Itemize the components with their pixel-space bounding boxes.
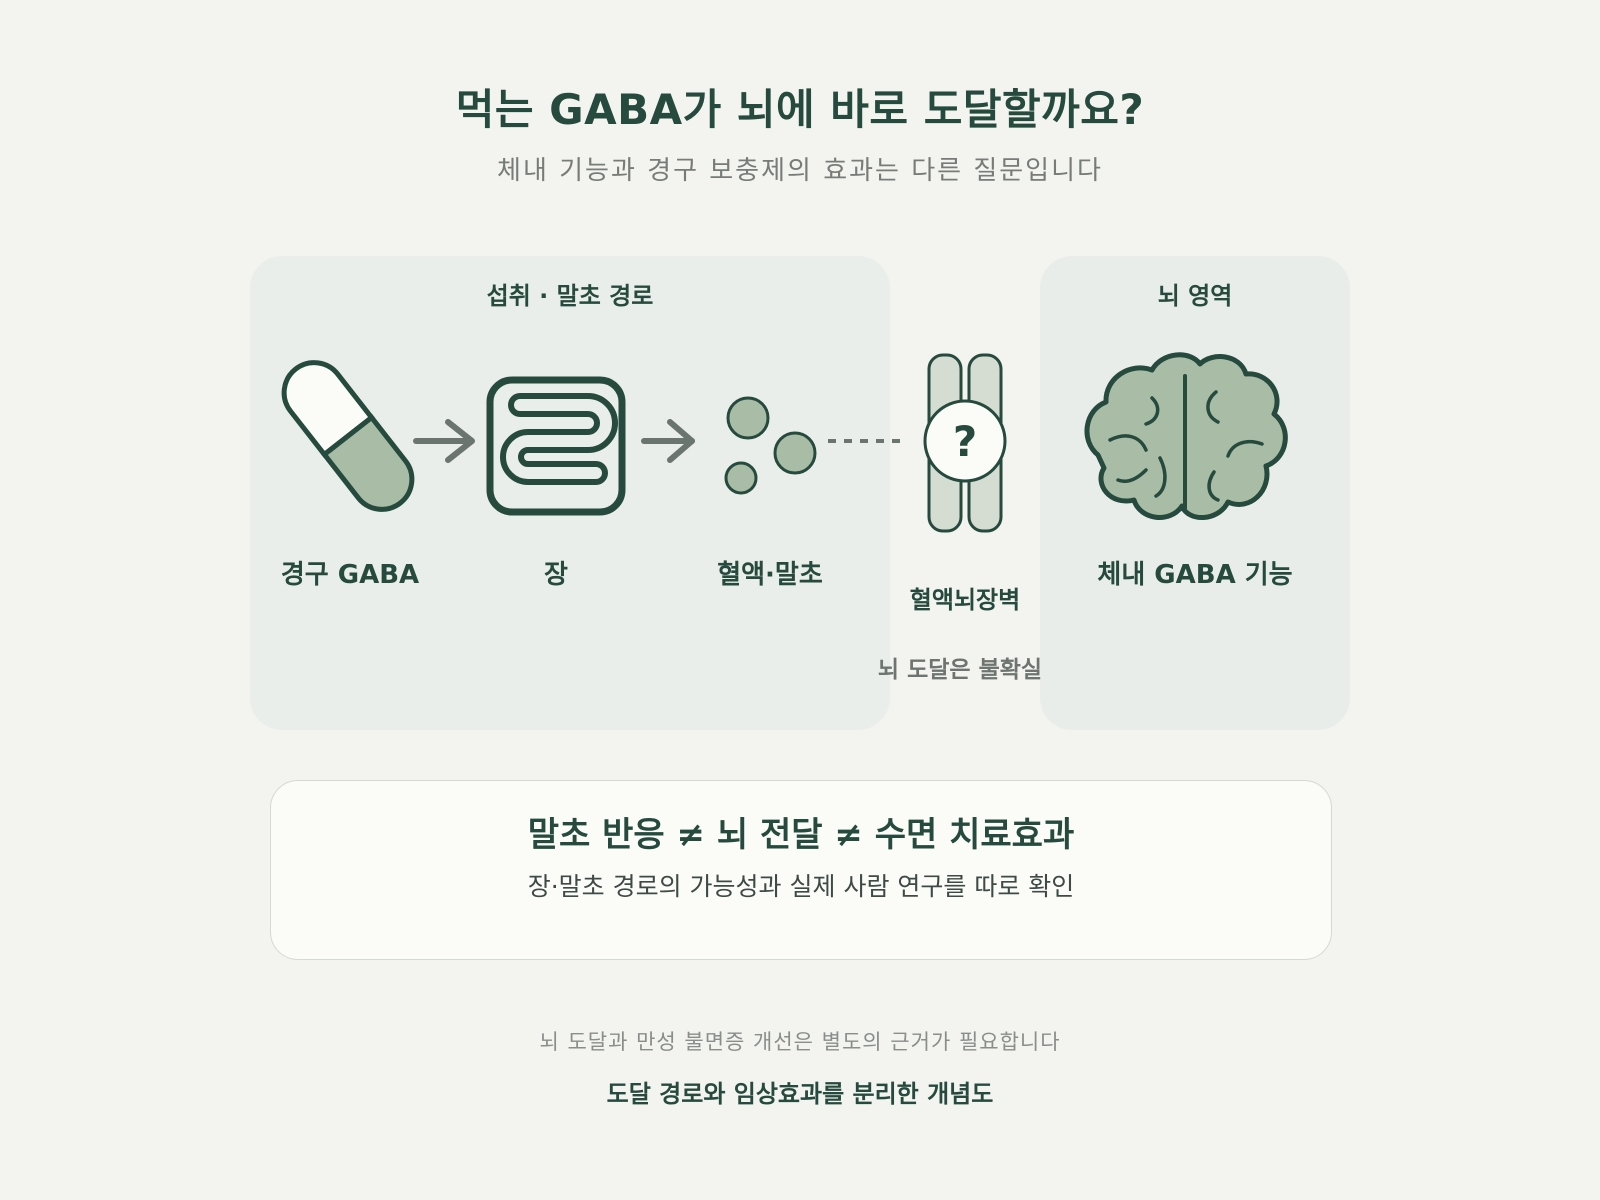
brain-icon [1084,352,1288,520]
molecules-icon [724,396,817,495]
brain-gaba-label: 체내 GABA 기능 [1097,560,1293,590]
summary-headline: 말초 반응 ≠ 뇌 전달 ≠ 수면 치료효과 [527,815,1075,855]
page-title: 먹는 GABA가 뇌에 바로 도달할까요? [455,85,1145,134]
blood-label: 혈액·말초 [717,560,823,590]
gut-label: 장 [544,560,568,590]
bbb-label: 혈액뇌장벽 [909,586,1021,614]
oral-gaba-label: 경구 GABA [280,560,420,590]
peripheral-panel-title: 섭취 · 말초 경로 [486,282,654,310]
arrow-icon [413,419,475,463]
intestine-icon [486,376,626,516]
uncertainty-note: 뇌 도달은 불확실 [877,657,1043,683]
barrier-icon: ? [923,353,1007,533]
question-mark-icon: ? [953,417,977,466]
capsule-icon [281,360,415,512]
arrow-icon [641,419,695,463]
footer-caption: 도달 경로와 임상효과를 분리한 개념도 [606,1080,994,1108]
summary-detail: 장·말초 경로의 가능성과 실제 사람 연구를 따로 확인 [527,872,1075,901]
summary-box: 말초 반응 ≠ 뇌 전달 ≠ 수면 치료효과 장·말초 경로의 가능성과 실제 … [270,780,1332,960]
brain-panel-title: 뇌 영역 [1157,282,1233,310]
footer-note: 뇌 도달과 만성 불면증 개선은 별도의 근거가 필요합니다 [539,1030,1061,1054]
page-subtitle: 체내 기능과 경구 보충제의 효과는 다른 질문입니다 [497,156,1103,186]
